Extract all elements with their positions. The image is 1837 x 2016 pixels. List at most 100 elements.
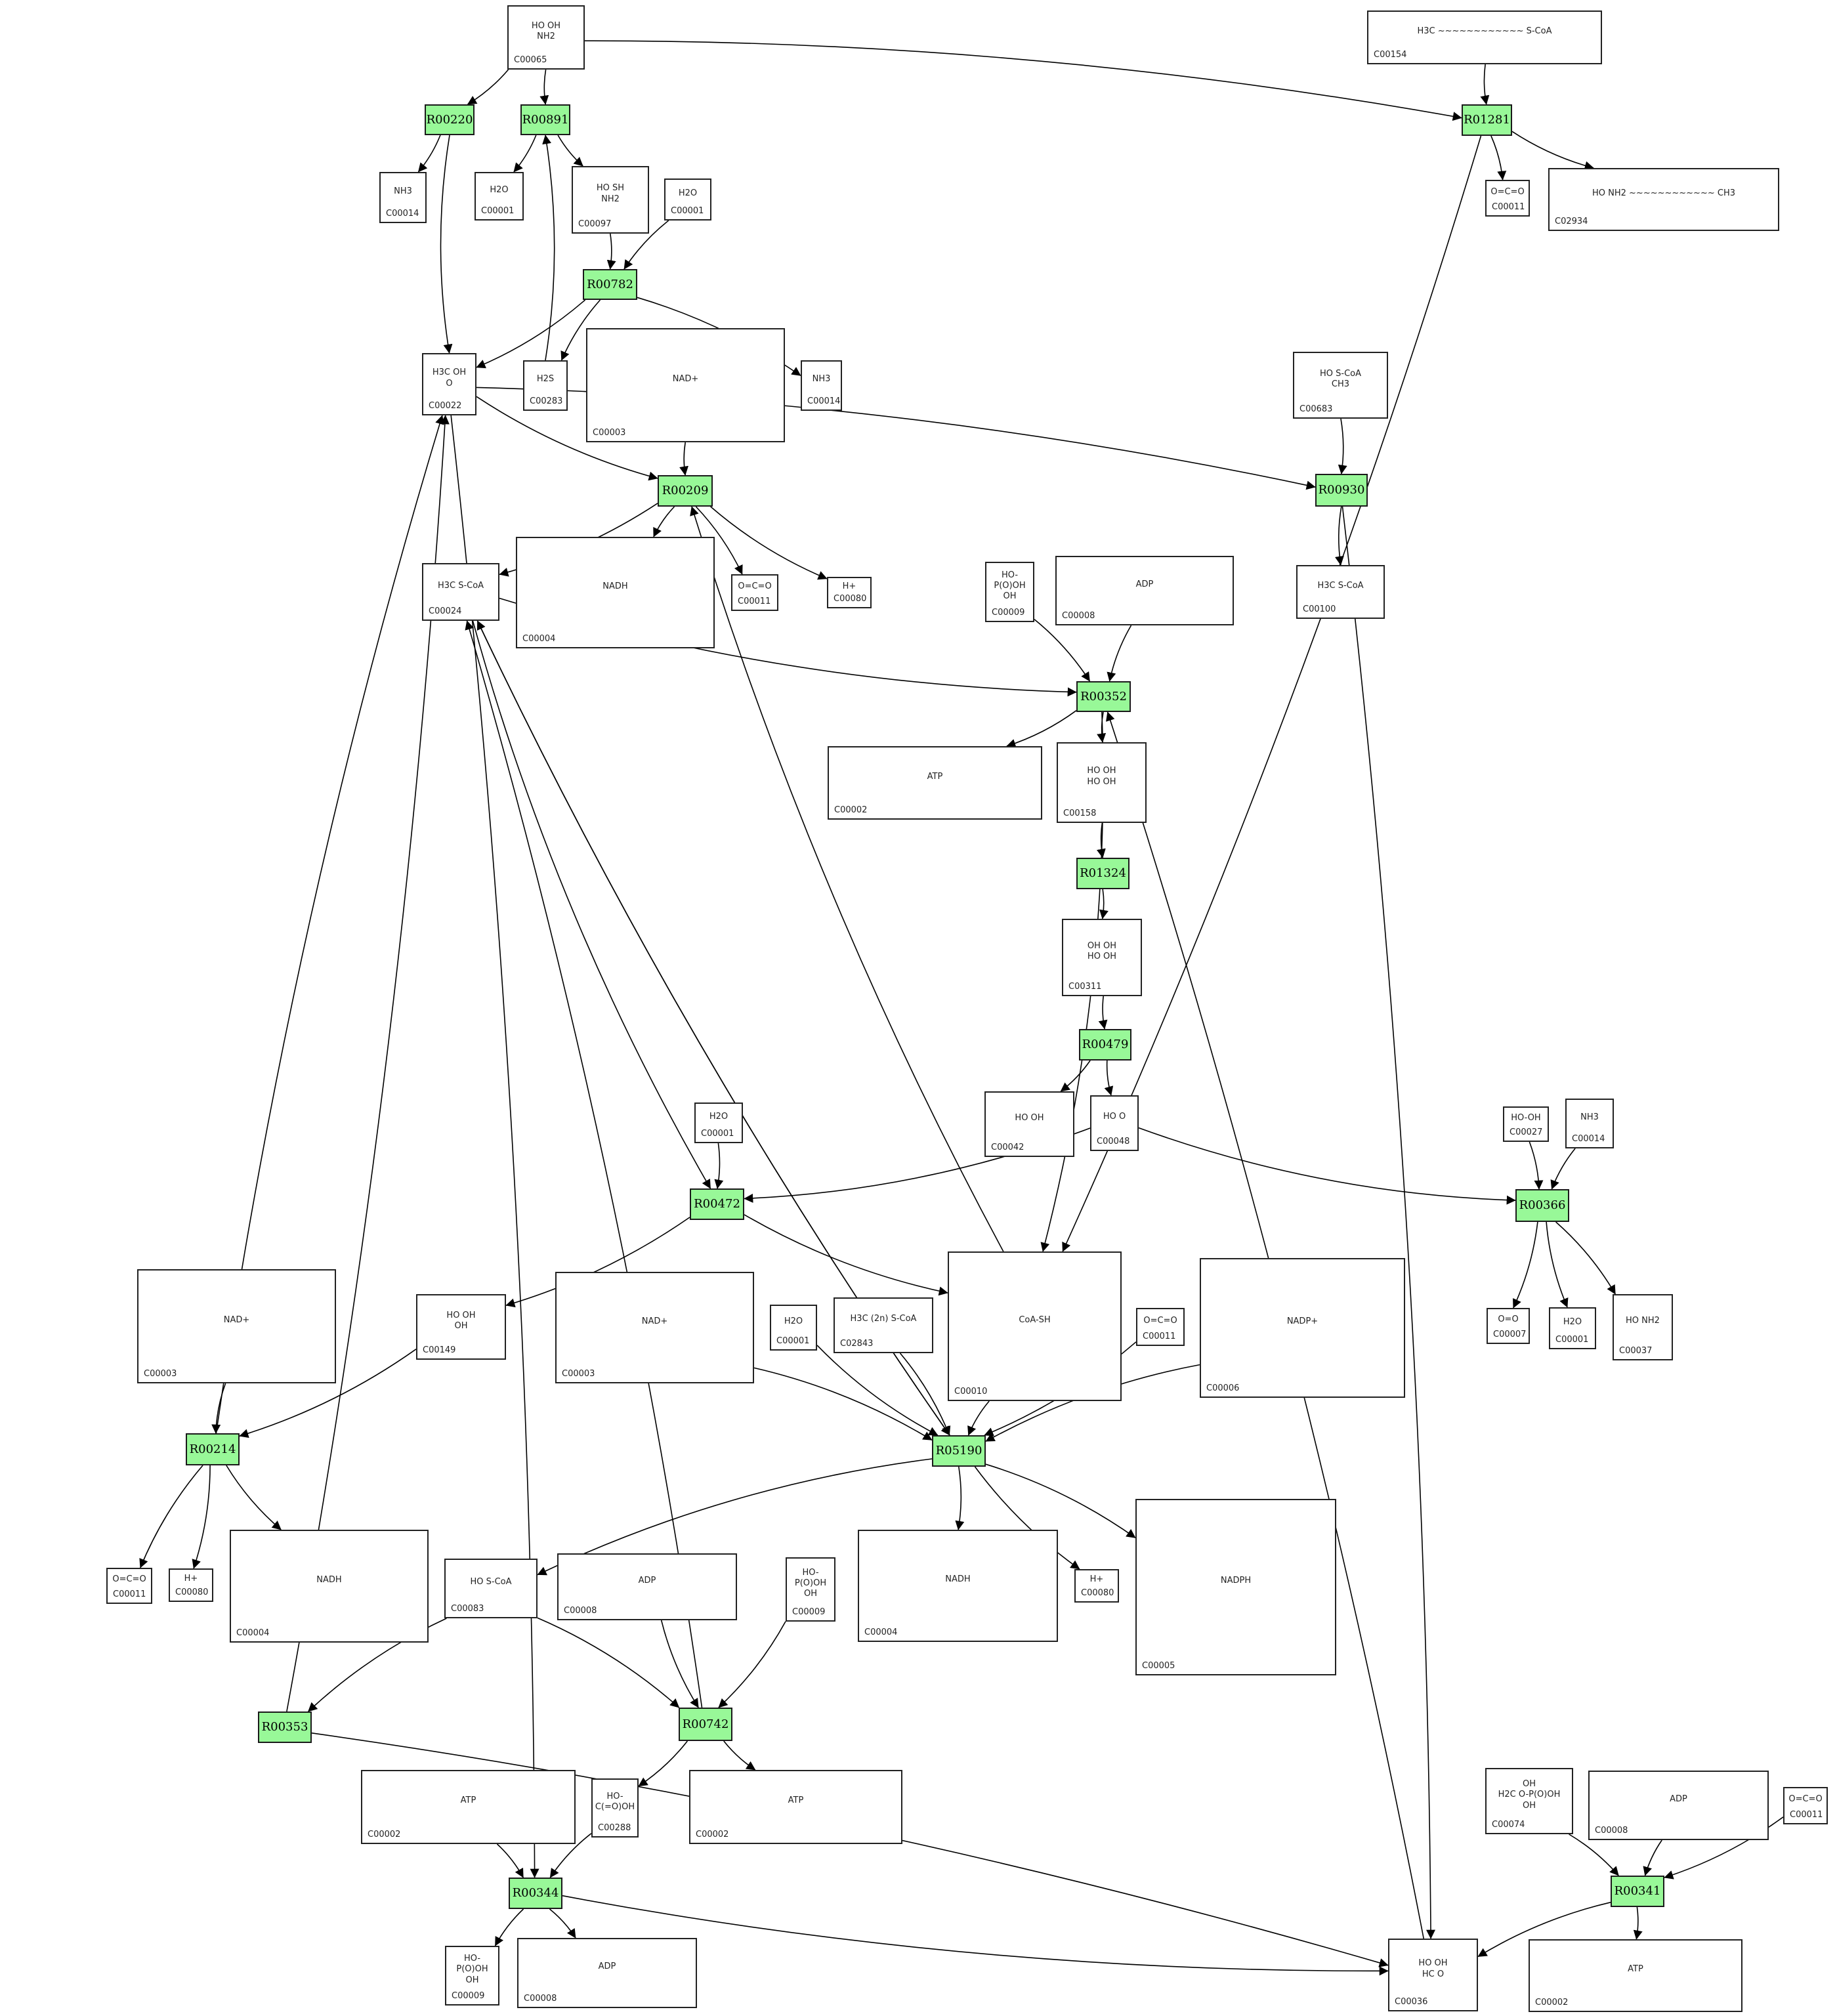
- edge-c311-to-R00479: [1098, 996, 1108, 1030]
- edge-c09a-to-R00352: [1034, 619, 1091, 682]
- reaction-node-r00930[interactable]: R00930: [1315, 474, 1368, 507]
- compound-box-c06[interactable]: NADP+C00006: [1200, 1258, 1405, 1398]
- compound-box-c80b[interactable]: H+C00080: [169, 1568, 213, 1602]
- reaction-node-r00472[interactable]: R00472: [690, 1188, 744, 1220]
- edge-R01281-to-c2934: [1511, 131, 1594, 171]
- reaction-node-r00353[interactable]: R00353: [258, 1712, 312, 1743]
- edge-R00214-to-c11d: [139, 1465, 203, 1568]
- reaction-node-r00782[interactable]: R00782: [583, 269, 637, 300]
- reaction-node-r00742[interactable]: R00742: [679, 1708, 732, 1741]
- structure-glyph: H3C S-CoA: [1317, 580, 1364, 591]
- edge-c10-to-R05190: [967, 1400, 990, 1436]
- reaction-node-r00214[interactable]: R00214: [186, 1433, 240, 1465]
- reaction-node-r00366[interactable]: R00366: [1515, 1189, 1569, 1222]
- compound-box-c03a[interactable]: NAD+C00003: [586, 328, 785, 442]
- structure-glyph: HO-C(=O)OH: [595, 1791, 635, 1812]
- compound-id-label: C00014: [386, 209, 419, 219]
- edge-R00220-to-c14a: [417, 135, 441, 173]
- reaction-node-r00352[interactable]: R00352: [1076, 681, 1131, 712]
- compound-id-label: C00003: [562, 1369, 595, 1379]
- edge-R00344-to-c36: [562, 1895, 1389, 1976]
- reaction-node-r05190[interactable]: R05190: [932, 1435, 986, 1467]
- structure-glyph: NAD+: [672, 373, 699, 384]
- compound-id-label: C00004: [236, 1628, 270, 1638]
- reaction-node-r01324[interactable]: R01324: [1076, 858, 1130, 889]
- reaction-node-r00220[interactable]: R00220: [425, 104, 475, 135]
- compound-box-c80a[interactable]: H+C00080: [827, 577, 872, 608]
- compound-id-label: C00001: [671, 206, 704, 216]
- compound-box-c80c[interactable]: H+C00080: [1074, 1569, 1119, 1603]
- reaction-node-r00341[interactable]: R00341: [1611, 1876, 1664, 1907]
- compound-id-label: C00011: [738, 597, 771, 606]
- structure-glyph: ATP: [927, 771, 943, 782]
- reaction-node-r01281[interactable]: R01281: [1462, 104, 1512, 136]
- compound-id-label: C00001: [776, 1336, 810, 1346]
- compound-id-label: C00001: [481, 206, 515, 216]
- edge-layer: [139, 40, 1784, 1976]
- compound-box-c03b[interactable]: NAD+C00003: [137, 1269, 336, 1383]
- compound-box-c03c[interactable]: NAD+ C00003: [555, 1272, 754, 1383]
- compound-id-label: C00027: [1510, 1127, 1543, 1137]
- structure-glyph: ADP: [638, 1575, 656, 1586]
- compound-id-label: C00004: [864, 1628, 898, 1637]
- structure-glyph: NAD+: [641, 1316, 668, 1326]
- edge-c01d-to-R05190: [816, 1345, 939, 1436]
- reaction-node-r00891[interactable]: R00891: [520, 104, 570, 135]
- reaction-node-r00479[interactable]: R00479: [1079, 1029, 1131, 1060]
- reaction-node-r00344[interactable]: R00344: [509, 1878, 562, 1909]
- reaction-node-r00209[interactable]: R00209: [658, 475, 713, 507]
- edge-R00214-to-c80b: [192, 1465, 211, 1569]
